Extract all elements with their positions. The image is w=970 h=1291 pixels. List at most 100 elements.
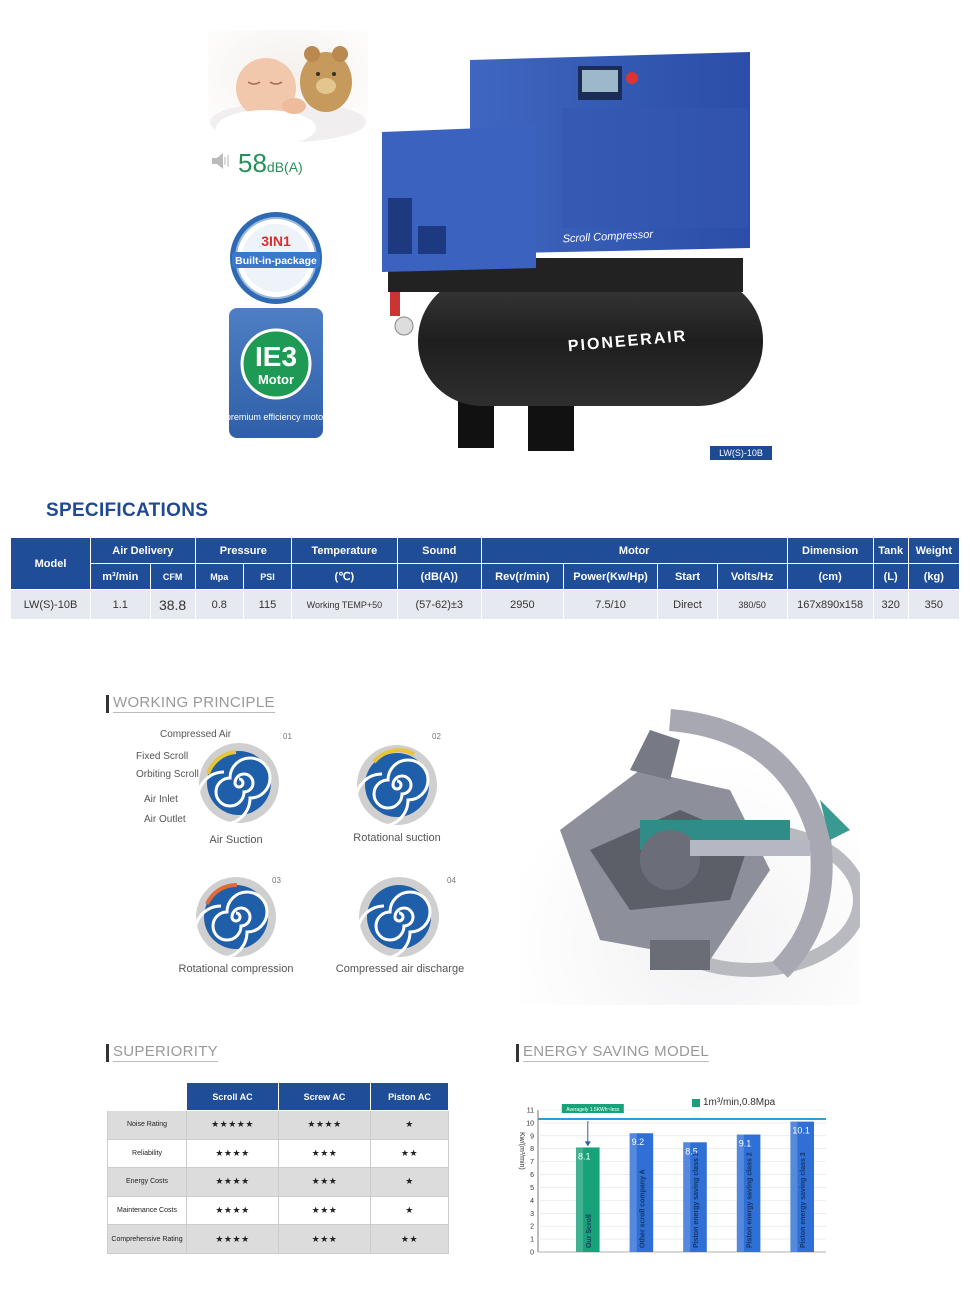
chart-y-tick-label: 8 (530, 1146, 534, 1153)
badge-3in1-subtitle: Built-in-package (235, 255, 317, 267)
header-weight-unit: (kg) (907, 563, 961, 590)
header-sound: Sound (396, 537, 482, 564)
chart-data-label: 10.1 (792, 1126, 810, 1136)
header-temp-unit: (℃) (291, 563, 398, 590)
header-scroll-ac: Scroll AC (186, 1082, 279, 1111)
noise-value: 58dB(A) (238, 148, 303, 178)
built-in-package-badge: 3IN1 Built-in-package (228, 210, 324, 306)
rating-stars: ★★★★ (186, 1167, 279, 1197)
chart-bar (736, 1134, 761, 1252)
badge-ie3-title: IE3 (255, 341, 297, 372)
working-principle-heading: WORKING PRINCIPLE (106, 694, 275, 713)
header-temperature: Temperature (291, 537, 398, 564)
table-row: Energy Costs ★★★★ ★★★ ★ (107, 1167, 449, 1197)
step-1-tag: 01 (283, 732, 292, 741)
chart-bar (683, 1142, 707, 1252)
scroll-compressor-cutaway-image (520, 700, 867, 1005)
chart-data-label: 9.1 (739, 1139, 752, 1149)
specifications-title: SPECIFICATIONS (46, 500, 209, 521)
chart-y-tick-label: 9 (530, 1133, 534, 1140)
rating-stars: ★★★ (278, 1167, 371, 1197)
step-4-caption: Compressed air discharge (335, 963, 465, 975)
step-3-caption: Rotational compression (178, 963, 294, 975)
product-panel-label: Scroll Compressor (562, 229, 654, 246)
label-air-inlet: Air Inlet (144, 794, 178, 805)
chart-y-tick-label: 7 (530, 1159, 534, 1166)
rating-stars: ★★★★ (186, 1224, 279, 1254)
header-rev: Rev(r/min) (480, 563, 564, 590)
cell-mpa: 0.8 (194, 589, 244, 620)
cell-sound: (57-62)±3 (396, 589, 482, 620)
cell-cfm: 38.8 (149, 589, 196, 620)
scroll-step-2-diagram (354, 745, 437, 828)
rating-stars: ★★★★ (186, 1138, 279, 1169)
rating-stars: ★★★ (278, 1138, 371, 1169)
chart-y-tick-label: 10 (526, 1120, 534, 1127)
chart-annotation-box (561, 1104, 624, 1113)
compressor-product-image: PIONEERAIR Scroll Compressor (378, 48, 798, 458)
header-model: Model (9, 537, 92, 590)
baby-with-teddy-image (208, 30, 368, 142)
label-compressed-air: Compressed Air (160, 729, 232, 740)
chart-y-tick-label: 1 (530, 1237, 534, 1244)
chart-bar-highlight (683, 1142, 691, 1252)
chart-annotation-arrowhead (584, 1141, 591, 1147)
legend-swatch (692, 1098, 700, 1107)
header-start: Start (657, 563, 718, 590)
table-row: Noise Rating ★★★★★ ★★★★ ★ (107, 1110, 449, 1140)
header-weight: Weight (907, 537, 961, 564)
cell-weight: 350 (907, 589, 961, 620)
header-screw-ac: Screw AC (278, 1082, 371, 1111)
superiority-table: Scroll AC Screw AC Piston AC Noise Ratin… (107, 1082, 449, 1254)
chart-category-label: Piston energy saving class 2 (747, 1152, 754, 1248)
row-label: Energy Costs (107, 1167, 187, 1197)
label-orbiting-scroll: Orbiting Scroll (136, 769, 199, 780)
chart-bar (629, 1133, 654, 1252)
step-1-caption: Air Suction (209, 834, 263, 846)
chart-category-label: Our Scroll (586, 1214, 593, 1248)
chart-y-tick-label: 4 (530, 1198, 534, 1205)
chart-y-axis-label: Kw/(m³/min) (518, 1132, 525, 1170)
cell-start: Direct (657, 589, 718, 620)
specifications-table: Model Air Delivery Pressure Temperature … (9, 537, 961, 620)
energy-saving-heading: ENERGY SAVING MODEL (516, 1043, 710, 1062)
header-tank: Tank (872, 537, 909, 564)
chart-data-label: 8.5 (685, 1146, 698, 1156)
label-fixed-scroll: Fixed Scroll (136, 751, 189, 762)
header-m3min: m³/min (90, 563, 151, 590)
header-cfm: CFM (149, 563, 196, 590)
chart-bar-highlight (736, 1134, 744, 1252)
header-dim-unit: (cm) (786, 563, 874, 590)
rating-stars: ★ (370, 1167, 449, 1197)
chart-data-label: 9.2 (632, 1137, 645, 1147)
cell-temperature: Working TEMP+50 (291, 589, 398, 620)
rating-stars: ★★★ (278, 1195, 371, 1226)
chart-category-label: Piston energy saving class 3 (800, 1152, 807, 1248)
cell-power: 7.5/10 (562, 589, 659, 620)
legend-label: 1m³/min,0.8Mpa (703, 1097, 776, 1108)
header-psi: PSI (242, 563, 293, 590)
chart-y-tick-label: 2 (530, 1224, 534, 1231)
scroll-step-1-diagram (196, 743, 279, 826)
cell-tank: 320 (872, 589, 909, 620)
row-label: Maintenance Costs (107, 1195, 187, 1226)
table-row: Maintenance Costs ★★★★ ★★★ ★ (107, 1195, 449, 1226)
cell-m3min: 1.1 (90, 589, 151, 620)
label-air-outlet: Air Outlet (144, 814, 186, 825)
step-2-caption: Rotational suction (353, 832, 441, 844)
row-label: Reliability (107, 1138, 187, 1169)
badge-ie3-subtitle: Motor (258, 372, 294, 387)
header-piston-ac: Piston AC (370, 1082, 449, 1111)
chart-bar (790, 1121, 814, 1252)
row-label: Comprehensive Rating (107, 1224, 187, 1254)
chart-bar-highlight (629, 1133, 637, 1252)
header-mpa: Mpa (194, 563, 244, 590)
header-tank-unit: (L) (872, 563, 909, 590)
chart-y-tick-label: 5 (530, 1185, 534, 1192)
cell-psi: 115 (242, 589, 293, 620)
rating-stars: ★★★★★ (186, 1110, 279, 1140)
chart-bar (576, 1147, 600, 1252)
header-air-delivery: Air Delivery (90, 537, 196, 564)
